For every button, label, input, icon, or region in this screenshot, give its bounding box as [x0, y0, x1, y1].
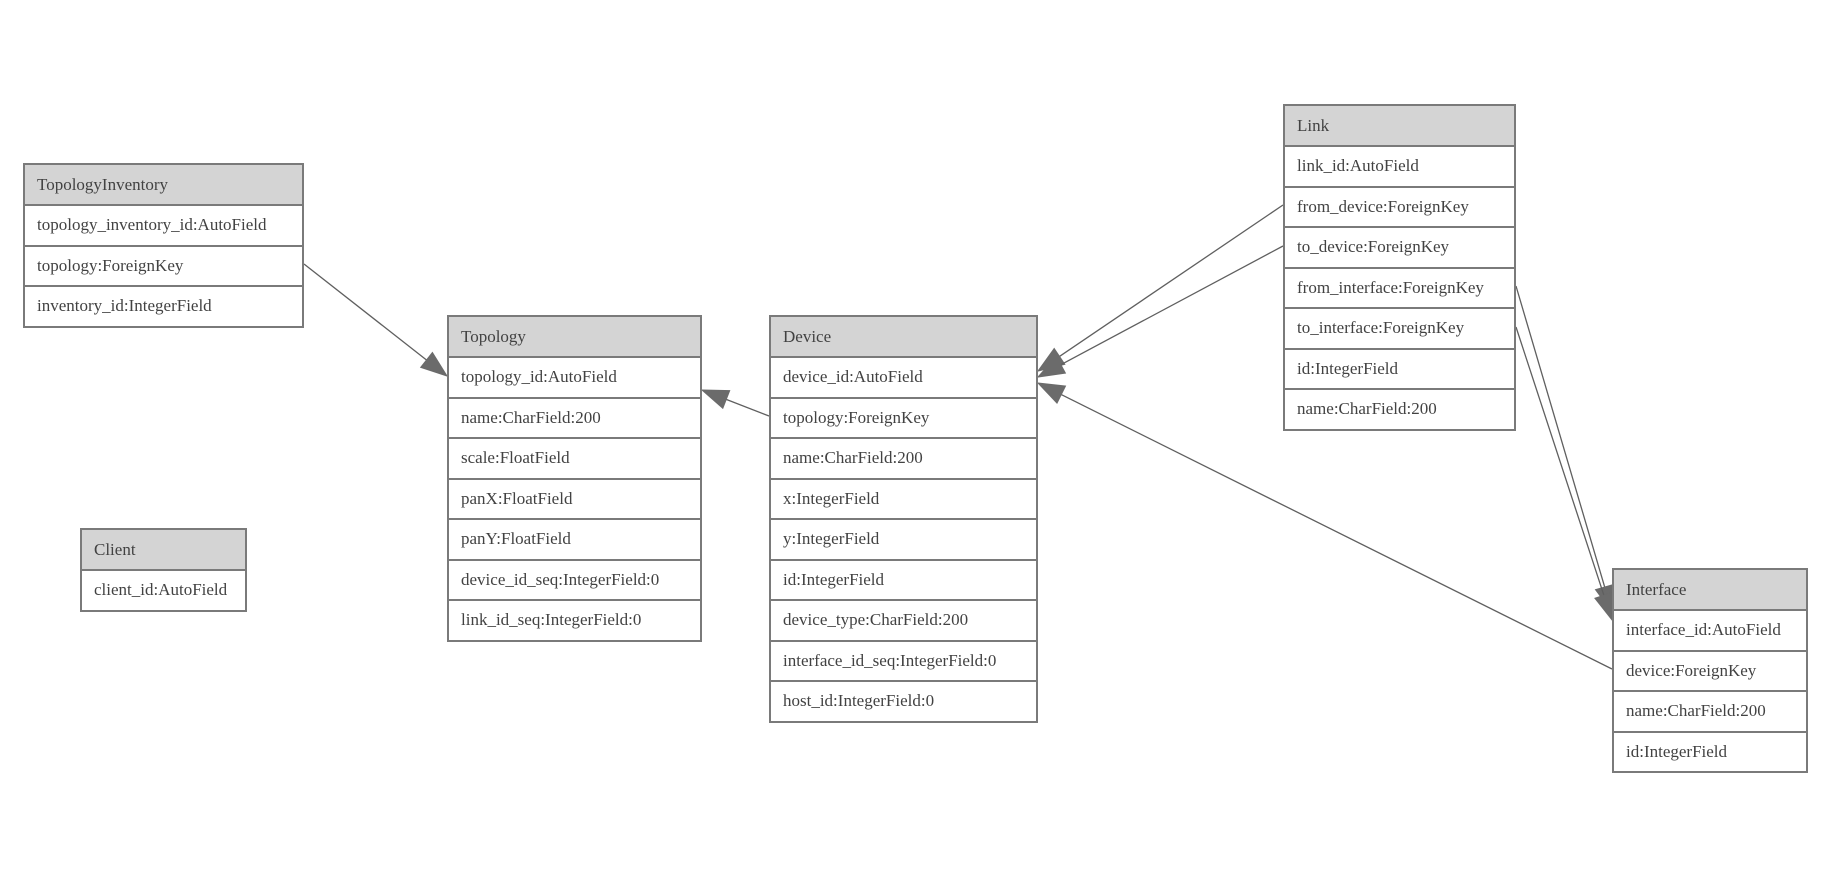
arrowhead-interface-device — [1036, 382, 1067, 404]
relation-line-link-fromdevice-device — [1059, 204, 1284, 357]
entity-table-interface: Interface interface_id:AutoField device:… — [1612, 568, 1808, 773]
entity-title-topologyinventory: TopologyInventory — [25, 165, 302, 204]
relation-link-fromdevice-to-device — [1036, 204, 1284, 372]
field-row-client-0: client_id:AutoField — [82, 569, 245, 610]
relation-topologyinventory-to-topology — [303, 263, 449, 377]
field-row-device-4: y:IntegerField — [771, 518, 1036, 559]
entity-title-interface: Interface — [1614, 570, 1806, 609]
entity-title-client: Client — [82, 530, 245, 569]
relation-link-frominterface-to-interface — [1515, 285, 1615, 614]
arrowhead-link-tointerface-interface — [1594, 591, 1614, 622]
entity-title-link: Link — [1285, 106, 1514, 145]
entity-table-link: Link link_id:AutoField from_device:Forei… — [1283, 104, 1516, 431]
field-row-device-3: x:IntegerField — [771, 477, 1036, 518]
field-row-link-6: name:CharField:200 — [1285, 388, 1514, 429]
field-row-device-2: name:CharField:200 — [771, 437, 1036, 478]
field-row-interface-1: device:ForeignKey — [1614, 649, 1806, 690]
field-row-link-5: id:IntegerField — [1285, 347, 1514, 388]
entity-table-client: Client client_id:AutoField — [80, 528, 247, 612]
field-row-device-7: interface_id_seq:IntegerField:0 — [771, 639, 1036, 680]
relation-line-link-tointerface-interface — [1515, 326, 1605, 596]
field-row-device-8: host_id:IntegerField:0 — [771, 680, 1036, 721]
relation-line-link-todevice-device — [1060, 245, 1284, 366]
field-row-link-2: to_device:ForeignKey — [1285, 226, 1514, 267]
field-row-interface-0: interface_id:AutoField — [1614, 609, 1806, 650]
arrowhead-device-topology — [700, 389, 731, 410]
entity-table-device: Device device_id:AutoField topology:Fore… — [769, 315, 1038, 723]
field-row-link-4: to_interface:ForeignKey — [1285, 307, 1514, 348]
field-row-interface-3: id:IntegerField — [1614, 730, 1806, 771]
field-row-device-5: id:IntegerField — [771, 558, 1036, 599]
field-row-topology-4: panY:FloatField — [449, 518, 700, 559]
relation-link-tointerface-to-interface — [1515, 326, 1614, 622]
field-row-topology-2: scale:FloatField — [449, 437, 700, 478]
field-row-topologyinventory-1: topology:ForeignKey — [25, 244, 302, 285]
field-row-device-1: topology:ForeignKey — [771, 396, 1036, 437]
field-row-link-3: from_interface:ForeignKey — [1285, 266, 1514, 307]
relation-line-link-frominterface-interface — [1515, 285, 1606, 588]
field-row-topologyinventory-2: inventory_id:IntegerField — [25, 285, 302, 326]
field-row-topologyinventory-0: topology_inventory_id:AutoField — [25, 204, 302, 245]
arrowhead-topologyinventory-topology — [419, 351, 449, 377]
field-row-topology-6: link_id_seq:IntegerField:0 — [449, 599, 700, 640]
relation-link-todevice-to-device — [1036, 245, 1284, 378]
field-row-topology-5: device_id_seq:IntegerField:0 — [449, 558, 700, 599]
field-row-interface-2: name:CharField:200 — [1614, 690, 1806, 731]
entity-title-topology: Topology — [449, 317, 700, 356]
entity-title-device: Device — [771, 317, 1036, 356]
field-row-topology-0: topology_id:AutoField — [449, 356, 700, 397]
relation-line-device-topology — [725, 398, 770, 417]
field-row-device-6: device_type:CharField:200 — [771, 599, 1036, 640]
entity-table-topologyinventory: TopologyInventory topology_inventory_id:… — [23, 163, 304, 328]
arrowhead-link-todevice-device — [1036, 355, 1067, 378]
field-row-topology-1: name:CharField:200 — [449, 396, 700, 437]
field-row-link-1: from_device:ForeignKey — [1285, 185, 1514, 226]
field-row-topology-3: panX:FloatField — [449, 477, 700, 518]
relation-device-to-topology — [700, 389, 770, 417]
relation-line-interface-device — [1061, 394, 1613, 670]
field-row-device-0: device_id:AutoField — [771, 356, 1036, 397]
relation-interface-to-device — [1036, 382, 1613, 670]
entity-table-topology: Topology topology_id:AutoField name:Char… — [447, 315, 702, 642]
field-row-link-0: link_id:AutoField — [1285, 145, 1514, 186]
relation-line-topologyinventory-topology — [303, 263, 427, 361]
